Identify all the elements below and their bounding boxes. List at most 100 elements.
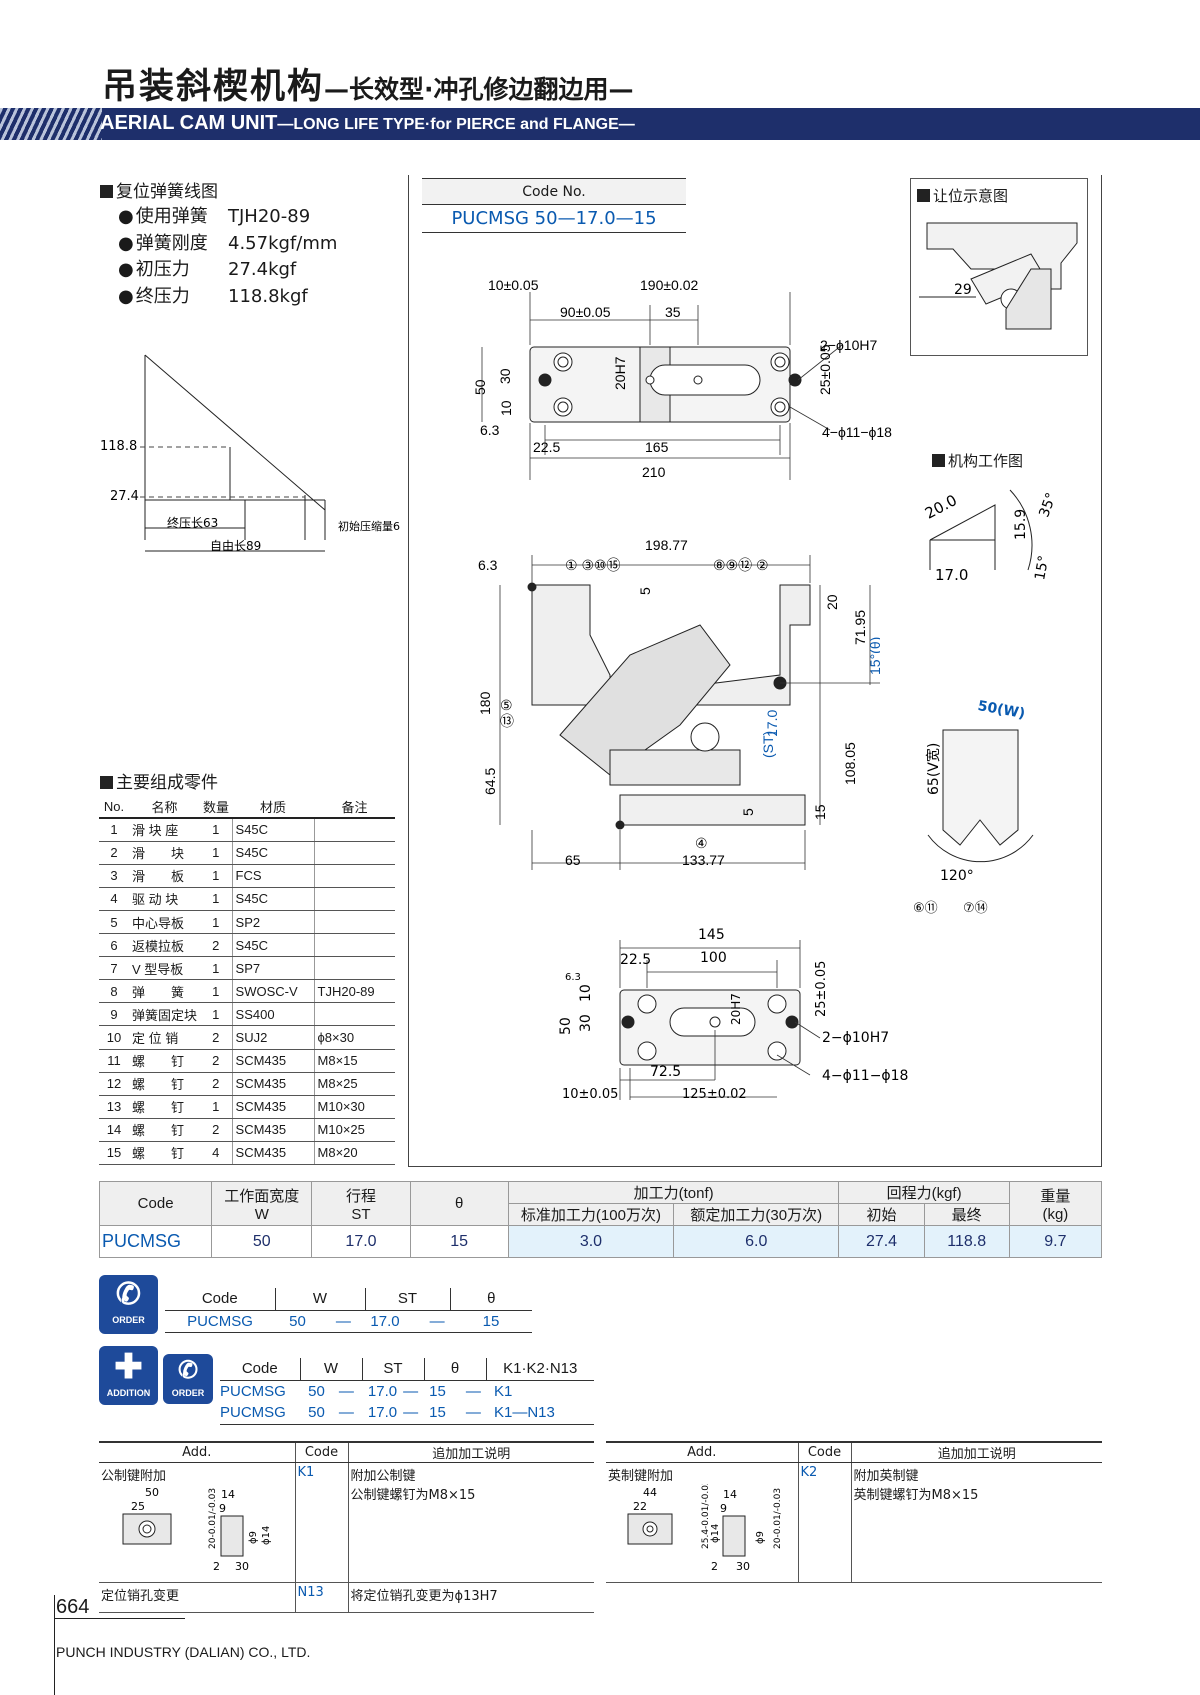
spring-graph-free-len: 自由长89	[210, 539, 261, 553]
spec-cell-theta: 15	[409, 1225, 509, 1258]
mechanism-d1: 20.0	[922, 491, 960, 523]
top-d225: 22.5	[533, 439, 560, 455]
bottom-d125: 125±0.02	[682, 1087, 747, 1102]
spring-graph-y-lo: 27.4	[110, 489, 139, 504]
spec-h-r2: 最终	[923, 1203, 1010, 1226]
spec-h-f1: 标准加工力(100万次)	[507, 1203, 675, 1226]
svg-text:ϕ14: ϕ14	[261, 1526, 272, 1545]
vguide-h: 65(V宽)	[925, 743, 942, 795]
front-d20: 20	[824, 594, 840, 610]
add-right-k2-code: K2	[798, 1462, 852, 1583]
top-view-drawing: 10±0.05 190±0.02 90±0.05 35 50 30 10 20H…	[472, 280, 892, 480]
mechanism-triangle: 20.0 17.0 15.9 35° 15°	[922, 489, 1060, 584]
bottom-d100: 100	[700, 950, 727, 966]
footer-line	[55, 1618, 185, 1619]
title-cn-sub: —长效型·冲孔修边翻边用—	[324, 75, 634, 104]
addition-row: PUCMSG 50— 17.0— 15— K1	[220, 1382, 513, 1400]
spec-h-f2: 额定加工力(30万次)	[673, 1203, 840, 1226]
spring-graph: 118.8 27.4 终压长63 自由长89 初始压缩量6	[100, 354, 400, 553]
addition-h-w: W	[300, 1358, 363, 1381]
bottom-r63: 6.3	[565, 972, 581, 983]
svg-text:ϕ9: ϕ9	[755, 1531, 766, 1544]
svg-text:44: 44	[643, 1486, 657, 1499]
parts-heading: 主要组成零件	[100, 768, 218, 793]
parts-col-material: 材质	[232, 795, 315, 820]
spec-cell-r1: 27.4	[838, 1225, 925, 1258]
mechanism-a1: 35°	[1036, 491, 1060, 520]
add-left-k1-desc2: 公制键螺钉为M8×15	[350, 1488, 476, 1503]
order-badge: ✆ ORDER	[99, 1275, 158, 1334]
add-left-table: Add. Code 追加加工说明 公制键附加 50 25 14 9 20-0.0…	[99, 1441, 594, 1613]
bottom-pin: 2−ϕ10H7	[822, 1030, 889, 1046]
top-d190: 190±0.02	[640, 280, 699, 293]
phone-icon: ✆	[115, 1278, 142, 1311]
front-d180: 180	[477, 691, 493, 715]
parts-col-no: No.	[99, 795, 129, 820]
top-d20h7: 20H7	[612, 356, 628, 390]
code-no-value: PUCMSG 50—17.0—15	[451, 208, 657, 229]
page-number: 664	[56, 1596, 90, 1618]
plus-icon: ✚	[114, 1348, 143, 1386]
front-b5: ⑤	[500, 697, 513, 713]
front-d5: 5	[637, 587, 653, 595]
front-b4: ④	[695, 835, 708, 851]
addition-row: PUCMSG 50— 17.0— 15— K1—N13	[220, 1402, 594, 1424]
front-theta: 15°(θ)	[867, 637, 880, 675]
add-left-h-desc: 追加加工说明	[348, 1441, 594, 1463]
bottom-view-drawing: 145 22.5 100 50 30 10 25±0.05 20H7 2−ϕ10…	[558, 927, 908, 1102]
bottom-d20h7: 20H7	[729, 993, 743, 1025]
title-en-sub: —LONG LIFE TYPE·for PIERCE and FLANGE—	[277, 116, 635, 133]
front-balloons-top-right: ⑧⑨⑫ ②	[713, 557, 769, 573]
front-d15: 15	[812, 804, 828, 820]
banner-stripes	[0, 108, 102, 140]
svg-text:25.4-0.01/-0.03: 25.4-0.01/-0.03	[701, 1484, 711, 1549]
spec-h-code: Code	[98, 1181, 213, 1226]
add-right-k2-desc2: 英制键螺钉为M8×15	[853, 1488, 979, 1503]
spec-h-ret: 回程力(kgf)	[838, 1181, 1010, 1204]
front-st-label: (ST)	[760, 731, 776, 758]
metric-key-drawing: 50 25 14 9 20-0.01/-0.03 ϕ9 ϕ14 2 30	[122, 1486, 272, 1573]
svg-text:ϕ14: ϕ14	[710, 1524, 721, 1543]
top-d10: 10±0.05	[488, 280, 539, 293]
mechanism-a2: 15°	[1032, 554, 1052, 581]
addition-h-code: Code	[220, 1358, 301, 1381]
addition-badge: ✚ ADDITION	[99, 1346, 158, 1405]
svg-text:9: 9	[720, 1502, 727, 1515]
top-bolt: 4−ϕ11−ϕ18	[822, 424, 892, 440]
svg-text:14: 14	[723, 1488, 737, 1501]
add-right-h-code: Code	[798, 1441, 852, 1463]
bottom-d725: 72.5	[650, 1064, 681, 1080]
top-d50: 50	[472, 379, 488, 395]
spring-graph-final-len: 终压长63	[167, 515, 218, 530]
bottom-d25: 25±0.05	[814, 961, 829, 1017]
front-r63: 6.3	[478, 557, 498, 573]
top-d30: 30	[497, 368, 513, 384]
spec-h-force: 加工力(tonf)	[507, 1181, 840, 1204]
clearance-heading: 让位示意图	[917, 185, 1008, 206]
inch-key-drawing: 44 22 14 9 25.4-0.01/-0.03 ϕ14 ϕ9 2 30 2…	[627, 1479, 783, 1573]
top-d10b: 10	[498, 400, 514, 416]
spec-cell-r2: 118.8	[923, 1225, 1010, 1258]
bottom-d30: 30	[578, 1014, 594, 1032]
spec-row: PUCMSG 50 17.0 15 3.0 6.0 27.4 118.8 9.7	[98, 1225, 1103, 1258]
bottom-bolt: 4−ϕ11−ϕ18	[822, 1068, 908, 1084]
add-right-h-desc: 追加加工说明	[851, 1441, 1102, 1463]
bottom-d10b: 10±0.05	[562, 1087, 618, 1102]
add-right-k2-desc1: 附加英制键	[853, 1469, 919, 1484]
vguide-ang: 120°	[940, 868, 974, 884]
company-name: PUNCH INDUSTRY (DALIAN) CO., LTD.	[56, 1644, 311, 1660]
order-h-theta: θ	[450, 1288, 532, 1311]
spring-graph-y-hi: 118.8	[100, 439, 137, 454]
add-left-h-add: Add.	[99, 1441, 296, 1463]
code-no-label: Code No.	[422, 179, 686, 205]
